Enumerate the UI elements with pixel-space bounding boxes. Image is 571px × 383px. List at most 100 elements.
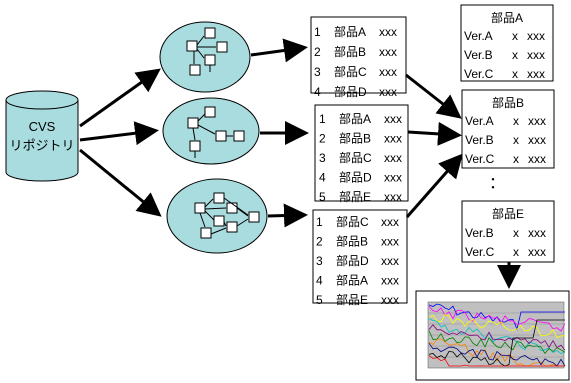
list-row-part: 部品B (334, 44, 366, 59)
list-row-value: xxx (384, 171, 402, 185)
arrow-repo-to-graph-1 (79, 68, 161, 128)
list-row-number: 3 (319, 151, 326, 165)
part-version-x: x (513, 245, 519, 259)
part-version-x: x (513, 133, 519, 147)
list-row-part: 部品D (336, 253, 369, 268)
list-row-value: xxx (384, 190, 402, 204)
arrow-graph1-to-list1 (250, 38, 308, 63)
part-version-x: x (513, 226, 519, 240)
part-version-value: xxx (528, 152, 546, 166)
part-box-title: 部品A (491, 10, 523, 25)
list-row-number: 1 (319, 112, 326, 126)
list-row-part: 部品A (334, 24, 366, 39)
list-row-number: 3 (314, 65, 321, 79)
list-row-number: 1 (314, 25, 321, 39)
list-row-value: xxx (381, 254, 399, 268)
vertical-ellipsis: ： (489, 175, 505, 192)
list-row-part: 部品B (339, 131, 371, 146)
part-version-label: Ver.B (465, 133, 494, 147)
part-version-value: xxx (528, 245, 546, 259)
list-row-value: xxx (379, 25, 397, 39)
part-version-x: x (513, 114, 519, 128)
list-row-part: 部品D (339, 170, 372, 185)
dependency-graph-3 (166, 178, 268, 254)
component-list-1 (310, 16, 407, 94)
chart-series-line (428, 324, 566, 351)
arrow-graph3-to-list3 (267, 203, 308, 228)
arrow-list2-to-partB (407, 121, 462, 146)
list-row-part: 部品E (339, 189, 371, 204)
list-row-part: 部品A (336, 273, 368, 288)
part-box-B (461, 89, 555, 169)
list-row-number: 2 (319, 132, 326, 146)
list-row-value: xxx (381, 293, 399, 307)
part-version-value: xxx (528, 133, 546, 147)
part-box-title: 部品B (492, 95, 524, 110)
list-row-number: 4 (314, 85, 321, 99)
part-version-label: Ver.C (464, 67, 494, 81)
part-version-label: Ver.B (464, 48, 493, 62)
part-box-title: 部品E (492, 206, 524, 221)
part-version-x: x (512, 29, 518, 43)
chart-series-line (428, 330, 566, 355)
part-version-value: xxx (527, 67, 545, 81)
chart-series-line (428, 355, 565, 367)
list-row-part: 部品B (336, 234, 368, 249)
part-version-value: xxx (527, 48, 545, 62)
chart-series-line (428, 314, 565, 339)
list-row-value: xxx (384, 151, 402, 165)
list-row-number: 2 (314, 45, 321, 59)
dependency-graph-2 (162, 97, 260, 165)
part-box-A (460, 4, 554, 82)
arrow-repo-to-graph-2 (79, 121, 159, 146)
part-version-x: x (513, 152, 519, 166)
part-version-value: xxx (527, 29, 545, 43)
list-row-number: 4 (316, 274, 323, 288)
component-list-3 (312, 209, 408, 304)
part-box-E (461, 200, 555, 263)
part-version-value: xxx (528, 114, 546, 128)
dependency-graph-1 (159, 21, 251, 93)
list-row-part: 部品C (336, 214, 369, 229)
list-row-number: 5 (316, 293, 323, 307)
chart-series-line (428, 319, 565, 367)
list-row-value: xxx (384, 132, 402, 146)
list-row-value: xxx (379, 65, 397, 79)
list-row-value: xxx (379, 45, 397, 59)
chart-series-line (428, 305, 566, 332)
list-row-number: 3 (316, 254, 323, 268)
part-version-label: Ver.A (465, 114, 494, 128)
arrow-list3-to-partB (405, 153, 463, 218)
part-version-x: x (512, 67, 518, 81)
list-row-part: 部品C (339, 150, 372, 165)
list-row-number: 5 (319, 190, 326, 204)
metrics-chart-thumbnail (415, 290, 570, 381)
arrow-list1-to-partB (405, 73, 462, 119)
list-row-value: xxx (384, 112, 402, 126)
list-row-part: 部品D (334, 84, 367, 99)
arrow-repo-to-graph-3 (79, 148, 162, 217)
list-row-value: xxx (381, 215, 399, 229)
list-row-value: xxx (379, 85, 397, 99)
list-row-value: xxx (381, 235, 399, 249)
list-row-part: 部品E (336, 292, 368, 307)
chart-series-line (428, 342, 566, 367)
part-version-label: Ver.A (464, 29, 493, 43)
list-row-number: 2 (316, 235, 323, 249)
part-version-label: Ver.C (465, 245, 495, 259)
list-row-part: 部品A (339, 111, 371, 126)
list-row-number: 1 (316, 215, 323, 229)
part-version-x: x (512, 48, 518, 62)
part-version-value: xxx (528, 226, 546, 240)
repository-label-line1: CVS (29, 119, 56, 134)
list-row-value: xxx (381, 274, 399, 288)
chart-series-line (428, 318, 566, 355)
part-version-label: Ver.C (465, 152, 495, 166)
list-row-part: 部品C (334, 64, 367, 79)
repository-label-line2: リポジトリ (9, 138, 74, 153)
cvs-repository-cylinder: CVS リポジトリ (5, 90, 79, 182)
chart-series-line (428, 303, 565, 331)
component-list-2 (314, 104, 409, 202)
list-row-number: 4 (319, 171, 326, 185)
